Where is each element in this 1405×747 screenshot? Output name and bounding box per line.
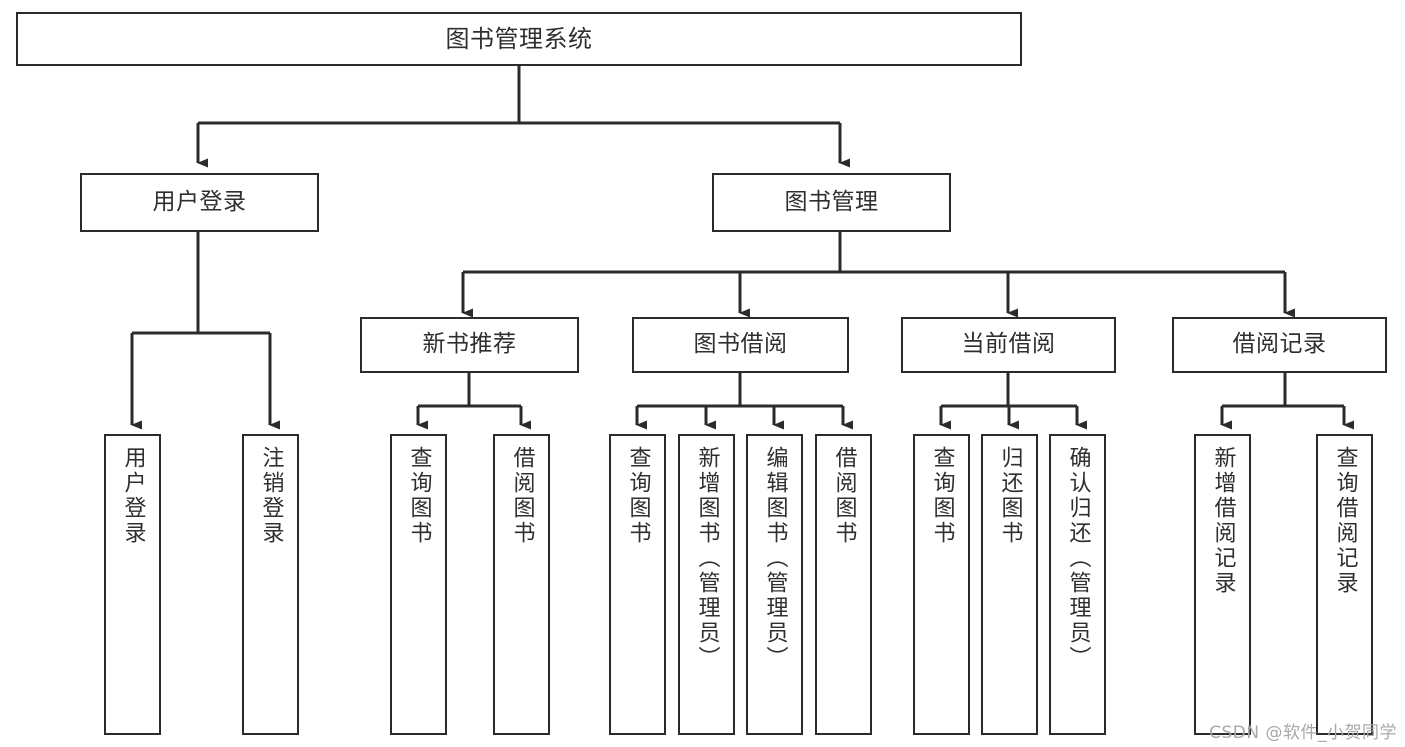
node-label: 编辑图书（管理员）	[762, 446, 788, 671]
leaf-user-login-signout[interactable]: 注销登录	[242, 434, 299, 735]
node-root-book-management-system[interactable]: 图书管理系统	[16, 12, 1022, 66]
node-label: 查询图书	[929, 446, 955, 546]
leaf-borrow-edit-book-admin[interactable]: 编辑图书（管理员）	[746, 434, 803, 735]
node-label: 图书管理系统	[445, 24, 593, 53]
leaf-record-add-borrow-record[interactable]: 新增借阅记录	[1194, 434, 1251, 735]
node-label: 借阅记录	[1232, 331, 1327, 358]
node-user-login[interactable]: 用户登录	[80, 173, 319, 232]
node-label: 注销登录	[258, 446, 284, 546]
node-label: 图书借阅	[693, 331, 788, 358]
node-label: 用户登录	[152, 188, 247, 215]
node-label: 当前借阅	[961, 331, 1056, 358]
leaf-current-query-book[interactable]: 查询图书	[913, 434, 970, 735]
node-label: 借阅图书	[831, 446, 857, 546]
leaf-current-confirm-return-admin[interactable]: 确认归还（管理员）	[1049, 434, 1106, 735]
node-label: 查询图书	[625, 446, 651, 546]
watermark-text: CSDN @软件_小贺同学	[1209, 723, 1397, 743]
node-label: 确认归还（管理员）	[1065, 446, 1091, 671]
node-new-book-recommend[interactable]: 新书推荐	[360, 317, 579, 373]
node-label: 新书推荐	[422, 331, 517, 358]
leaf-new-book-borrow[interactable]: 借阅图书	[493, 434, 550, 735]
node-current-borrow[interactable]: 当前借阅	[901, 317, 1116, 373]
node-label: 用户登录	[120, 446, 146, 546]
node-label: 新增借阅记录	[1210, 446, 1236, 596]
node-book-management[interactable]: 图书管理	[712, 173, 951, 232]
node-book-borrow[interactable]: 图书借阅	[632, 317, 849, 373]
node-label: 图书管理	[784, 188, 879, 215]
node-label: 查询图书	[406, 446, 432, 546]
node-label: 归还图书	[997, 446, 1023, 546]
node-borrow-record[interactable]: 借阅记录	[1172, 317, 1387, 373]
node-label: 新增图书（管理员）	[694, 446, 720, 671]
node-label: 借阅图书	[509, 446, 535, 546]
leaf-borrow-borrow-book[interactable]: 借阅图书	[815, 434, 872, 735]
leaf-borrow-add-book-admin[interactable]: 新增图书（管理员）	[678, 434, 735, 735]
node-label: 查询借阅记录	[1332, 446, 1358, 596]
leaf-record-query-borrow-record[interactable]: 查询借阅记录	[1316, 434, 1373, 735]
leaf-borrow-query-book[interactable]: 查询图书	[609, 434, 666, 735]
leaf-new-book-query[interactable]: 查询图书	[390, 434, 447, 735]
leaf-user-login-signin[interactable]: 用户登录	[104, 434, 161, 735]
leaf-current-return-book[interactable]: 归还图书	[981, 434, 1038, 735]
